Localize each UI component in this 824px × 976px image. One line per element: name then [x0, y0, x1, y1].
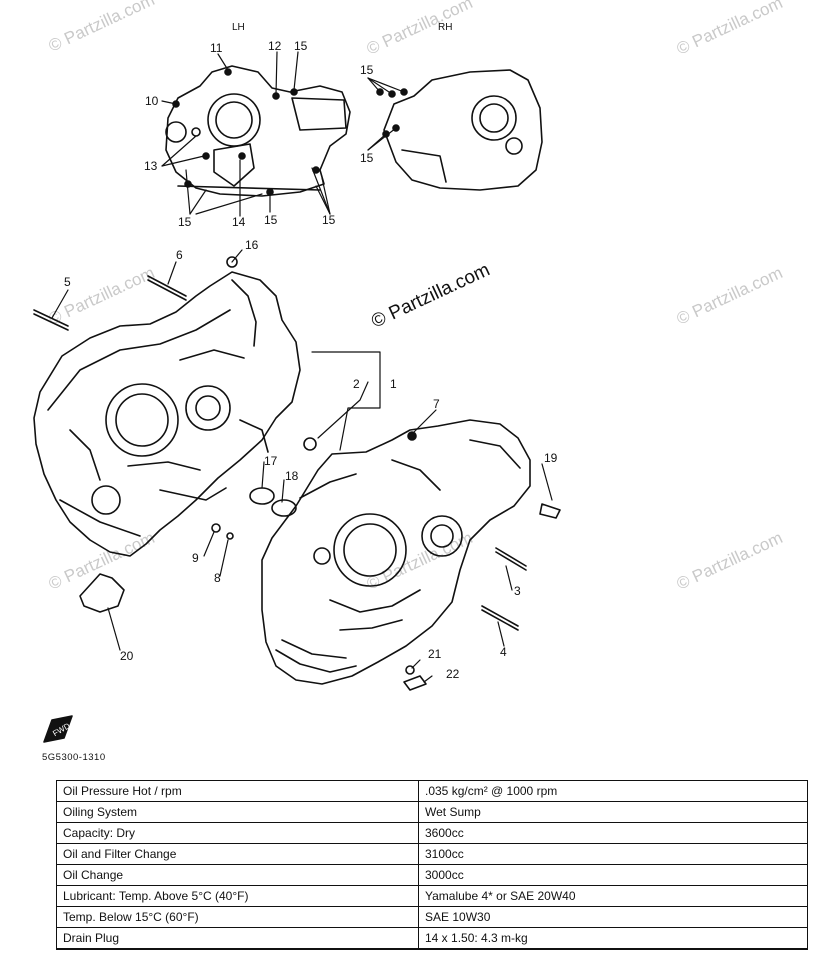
table-row: Oil and Filter Change 3100cc [56, 843, 808, 865]
callout-1: 1 [390, 377, 397, 391]
callout-14: 14 [232, 215, 246, 229]
table-row: Oil Pressure Hot / rpm .035 kg/cm² @ 100… [56, 780, 808, 802]
stud-bolt-3 [495, 547, 527, 571]
callout-7: 7 [433, 397, 440, 411]
callout-15: 15 [360, 63, 374, 77]
stud-bolt-6 [147, 275, 187, 301]
spec-value: 14 x 1.50: 4.3 m-kg [418, 927, 808, 950]
table-row: Capacity: Dry 3600cc [56, 822, 808, 844]
lh-crankcase-outline [165, 65, 351, 197]
stud-bolt-4 [481, 605, 519, 631]
spec-label: Lubricant: Temp. Above 5°C (40°F) [56, 885, 419, 907]
spec-value: 3000cc [418, 864, 808, 886]
callout-15: 15 [178, 215, 192, 229]
table-row: Oiling System Wet Sump [56, 801, 808, 823]
callout-11: 11 [210, 41, 223, 55]
spec-label: Oil Change [56, 864, 419, 886]
callout-15: 15 [294, 39, 308, 53]
callout-15: 15 [322, 213, 336, 227]
spec-value: .035 kg/cm² @ 1000 rpm [418, 780, 808, 802]
spec-value: Yamalube 4* or SAE 20W40 [418, 885, 808, 907]
table-row: Oil Change 3000cc [56, 864, 808, 886]
rh-crankcase-outline [376, 69, 543, 191]
callout-21: 21 [428, 647, 442, 661]
callout-2: 2 [353, 377, 360, 391]
callout-12: 12 [268, 39, 282, 53]
watermark-featured: © Partzilla.com [368, 259, 493, 332]
spec-label: Oil Pressure Hot / rpm [56, 780, 419, 802]
table-row: Lubricant: Temp. Above 5°C (40°F) Yamalu… [56, 885, 808, 907]
bracket-19 [539, 503, 561, 519]
watermark-text: © Partzilla.com [674, 0, 786, 59]
watermark-text: © Partzilla.com [674, 263, 786, 329]
callout-10: 10 [145, 94, 159, 108]
spec-value: SAE 10W30 [418, 906, 808, 928]
dowel-pin-2 [303, 437, 317, 451]
oil-specification-table: Oil Pressure Hot / rpm .035 kg/cm² @ 100… [56, 780, 808, 950]
spec-value: 3600cc [418, 822, 808, 844]
watermark-text: © Partzilla.com [46, 528, 158, 594]
spec-label: Oil and Filter Change [56, 843, 419, 865]
strainer-20 [79, 573, 125, 613]
watermark-text: © Partzilla.com [46, 0, 158, 56]
spec-label: Temp. Below 15°C (60°F) [56, 906, 419, 928]
callout-3: 3 [514, 584, 521, 598]
spec-label: Drain Plug [56, 927, 419, 950]
callout-6: 6 [176, 248, 183, 262]
lh-label: LH [232, 22, 245, 33]
callout-8: 8 [214, 571, 221, 585]
callout-16: 16 [245, 238, 259, 252]
exploded-crankcase-diagram: © Partzilla.com © Partzilla.com © Partzi… [33, 0, 786, 743]
right-crankcase-half [261, 419, 531, 685]
watermark-text: © Partzilla.com [674, 528, 786, 594]
spec-label: Capacity: Dry [56, 822, 419, 844]
callout-13: 13 [144, 159, 158, 173]
callout-20: 20 [120, 649, 134, 663]
cap-17 [249, 487, 275, 505]
callout-4: 4 [500, 645, 507, 659]
main-leader-lines [51, 249, 553, 683]
plug-16 [226, 256, 238, 268]
washer-9 [211, 523, 221, 533]
callout-15: 15 [264, 213, 278, 227]
plug-7 [407, 431, 417, 441]
spec-value: Wet Sump [418, 801, 808, 823]
drain-plug-21 [405, 665, 415, 675]
callout-17: 17 [264, 454, 278, 468]
drawing-code: 5G5300-1310 [42, 752, 106, 763]
watermarks: © Partzilla.com © Partzilla.com © Partzi… [46, 0, 786, 594]
washer-22 [403, 675, 427, 691]
callout-18: 18 [285, 469, 299, 483]
callout-5: 5 [64, 275, 71, 289]
pin-8 [226, 532, 234, 540]
callout-9: 9 [192, 551, 199, 565]
small-parts [33, 256, 561, 691]
spec-label: Oiling System [56, 801, 419, 823]
stud-bolt-5 [33, 309, 69, 331]
table-row: Temp. Below 15°C (60°F) SAE 10W30 [56, 906, 808, 928]
callout-22: 22 [446, 667, 460, 681]
left-crankcase-half [33, 271, 301, 557]
table-row: Drain Plug 14 x 1.50: 4.3 m-kg [56, 927, 808, 950]
callout-19: 19 [544, 451, 558, 465]
watermark-text: © Partzilla.com [364, 0, 476, 59]
callout-numbers: 1 2 3 4 5 6 7 8 9 10 11 12 13 14 15 15 1… [64, 39, 558, 681]
callout-15: 15 [360, 151, 374, 165]
o-ring-18 [271, 499, 297, 517]
rh-label: RH [438, 22, 452, 33]
fwd-arrow-icon: FWD [43, 715, 73, 743]
watermark-text: © Partzilla.com [46, 263, 158, 329]
top-leader-lines [161, 51, 405, 217]
spec-value: 3100cc [418, 843, 808, 865]
